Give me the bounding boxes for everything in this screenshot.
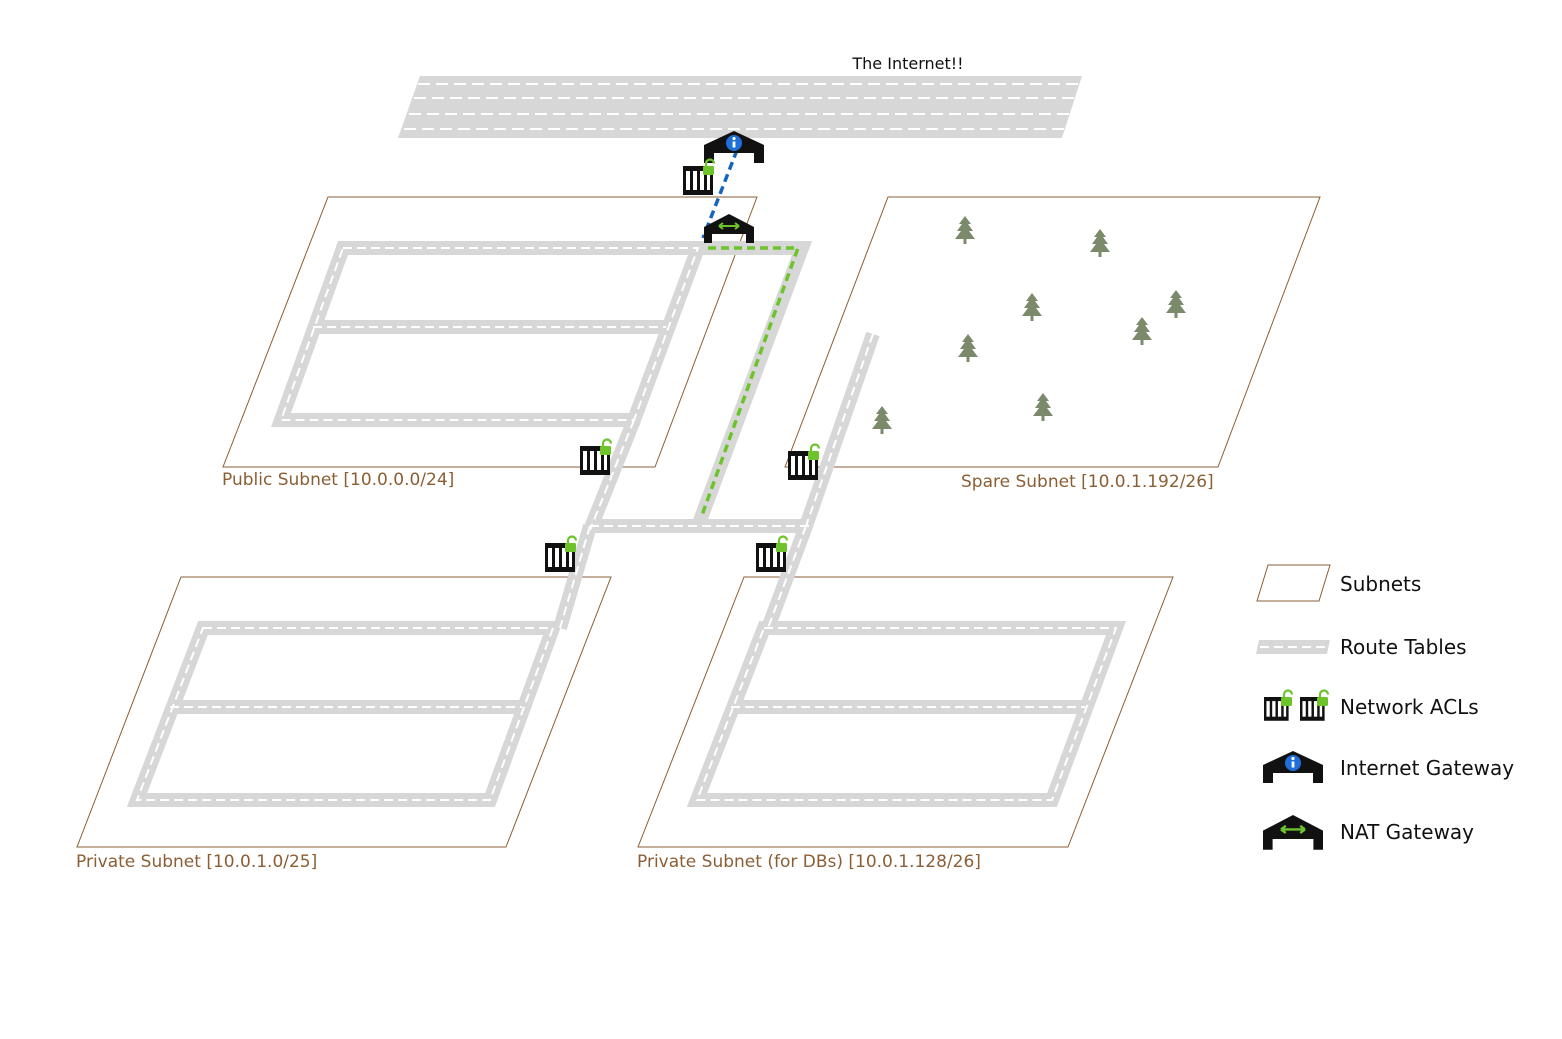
- legend-nat-gateway-icon: [1261, 813, 1325, 851]
- spare-subnet-label: Spare Subnet [10.0.1.192/26]: [961, 472, 1214, 492]
- unlocked-padlock-icon: [598, 438, 613, 457]
- unlocked-padlock-icon: [774, 535, 789, 554]
- acl-private-subnet[interactable]: [545, 535, 578, 573]
- private-subnet-area: [76, 576, 612, 848]
- legend-acl-swatch: [1264, 689, 1330, 721]
- nat-gateway-path: [699, 246, 801, 519]
- legend-route-table-swatch: [1256, 640, 1330, 654]
- private-subnet-label: Private Subnet [10.0.1.0/25]: [76, 852, 317, 872]
- spare-subnet-trees: [872, 216, 1186, 434]
- subnet-outlines: [76, 196, 1321, 848]
- pine-tree-icon: [1022, 293, 1042, 321]
- legend-internet-gateway-label: Internet Gateway: [1340, 756, 1514, 780]
- db-subnet-area: [637, 576, 1174, 848]
- unlocked-padlock-icon: [563, 535, 578, 554]
- pine-tree-icon: [1090, 229, 1110, 257]
- legend-subnets-label: Subnets: [1340, 572, 1421, 596]
- public-subnet-label: Public Subnet [10.0.0.0/24]: [222, 470, 454, 490]
- legend-route-tables-label: Route Tables: [1340, 635, 1467, 659]
- pine-tree-icon: [1132, 317, 1152, 345]
- legend-subnet-swatch: [1256, 564, 1331, 602]
- spare-subnet-area: [784, 196, 1321, 468]
- internet-gateway-path: [701, 149, 739, 239]
- pine-tree-icon: [872, 406, 892, 434]
- acl-spare-subnet[interactable]: [788, 443, 821, 481]
- acl-internet[interactable]: [683, 158, 716, 196]
- public-subnet-area: [222, 196, 758, 468]
- legend-internet-gateway-icon: [1263, 751, 1323, 783]
- pine-tree-icon: [955, 216, 975, 244]
- db-subnet-label: Private Subnet (for DBs) [10.0.1.128/26]: [637, 852, 981, 872]
- route-table-roads: [126, 241, 1127, 807]
- legend-network-acls-label: Network ACLs: [1340, 695, 1479, 719]
- legend: Subnets Route Tables Network ACLs Intern…: [1256, 564, 1514, 851]
- acl-public-subnet[interactable]: [580, 438, 613, 476]
- pine-tree-icon: [1033, 393, 1053, 421]
- acl-db-subnet[interactable]: [756, 535, 789, 573]
- pine-tree-icon: [1166, 290, 1186, 318]
- legend-nat-gateway-label: NAT Gateway: [1340, 820, 1474, 844]
- internet-roads: [398, 76, 1082, 138]
- unlocked-padlock-icon: [806, 443, 821, 462]
- internet-title: The Internet!!: [851, 54, 963, 73]
- pine-tree-icon: [958, 334, 978, 362]
